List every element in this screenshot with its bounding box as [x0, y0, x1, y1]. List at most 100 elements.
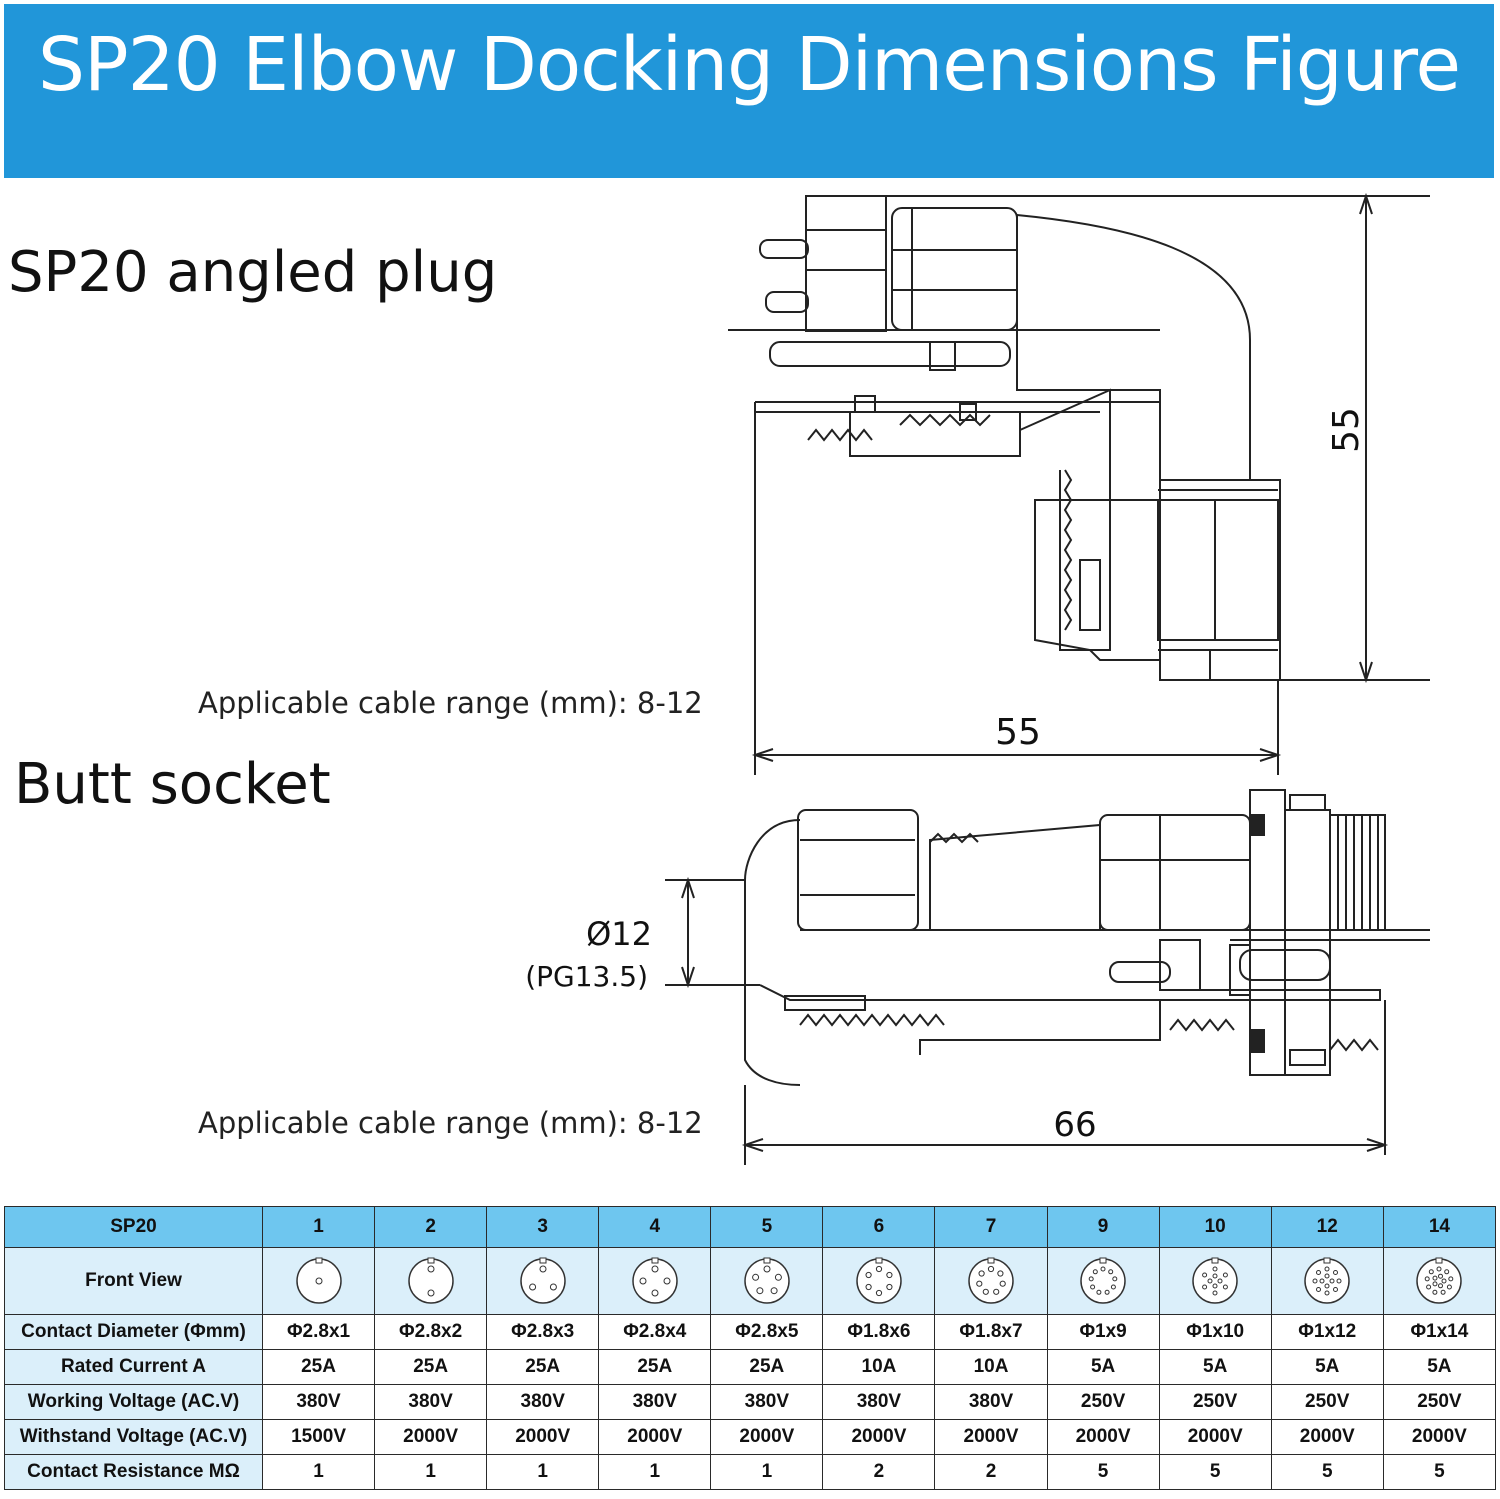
connector-face-icon: [1192, 1257, 1238, 1304]
row-label: Front View: [4, 1247, 263, 1315]
front-view-cell: [374, 1247, 488, 1315]
pin-count-header: 1: [261, 1206, 376, 1248]
table-cell: 2: [934, 1454, 1048, 1490]
front-view-cell: [261, 1247, 376, 1315]
table-cell: Φ2.8x5: [710, 1314, 824, 1350]
connector-face-icon: [295, 1257, 342, 1304]
table-cell: 250V: [1046, 1384, 1160, 1420]
table-cell: 10A: [934, 1349, 1048, 1385]
pin-count-header: 2: [374, 1206, 488, 1248]
butt-socket-cable-note: Applicable cable range (mm): 8-12: [198, 1106, 703, 1140]
front-view-cell: [1270, 1247, 1384, 1315]
connector-face-icon: [1080, 1257, 1126, 1304]
angled-plug-title: SP20 angled plug: [8, 240, 498, 305]
table-cell: 380V: [598, 1384, 712, 1420]
table-cell: 2000V: [822, 1419, 936, 1455]
table-cell: 5A: [1270, 1349, 1384, 1385]
table-cell: 2: [822, 1454, 936, 1490]
table-cell: 1: [261, 1454, 376, 1490]
table-cell: 2000V: [1158, 1419, 1272, 1455]
pin-count-header: 4: [598, 1206, 712, 1248]
table-cell: 250V: [1382, 1384, 1497, 1420]
connector-face-icon: [744, 1257, 790, 1304]
table-cell: Φ1x10: [1158, 1314, 1272, 1350]
table-cell: 250V: [1270, 1384, 1384, 1420]
pin-count-header: 3: [486, 1206, 600, 1248]
front-view-cell: [1158, 1247, 1272, 1315]
butt-socket-thread-dimension: (PG13.5): [525, 960, 648, 993]
connector-face-icon: [968, 1257, 1014, 1304]
front-view-cell: [1382, 1247, 1497, 1315]
butt-socket-title: Butt socket: [14, 752, 331, 817]
table-cell: 1500V: [261, 1419, 376, 1455]
row-label: Working Voltage (AC.V): [4, 1384, 263, 1420]
pin-count-header: 12: [1270, 1206, 1384, 1248]
connector-face-icon: [1304, 1257, 1350, 1304]
table-cell: 2000V: [710, 1419, 824, 1455]
table-cell: 25A: [486, 1349, 600, 1385]
angled-plug-height-dimension: 55: [1326, 407, 1367, 453]
front-view-cell: [486, 1247, 600, 1315]
butt-socket-drawing: [665, 789, 1430, 1165]
table-cell: 2000V: [1382, 1419, 1497, 1455]
title-banner: SP20 Elbow Docking Dimensions Figure: [4, 4, 1494, 178]
table-cell: 1: [710, 1454, 824, 1490]
angled-plug-cable-note: Applicable cable range (mm): 8-12: [198, 686, 703, 720]
front-view-cell: [822, 1247, 936, 1315]
front-view-row: Front View: [4, 1247, 1497, 1315]
table-cell: Φ1.8x7: [934, 1314, 1048, 1350]
pin-count-header: 14: [1382, 1206, 1497, 1248]
table-cell: 1: [598, 1454, 712, 1490]
table-cell: 25A: [261, 1349, 376, 1385]
table-cell: 1: [486, 1454, 600, 1490]
table-cell: 5: [1270, 1454, 1384, 1490]
table-cell: Φ2.8x2: [374, 1314, 488, 1350]
front-view-cell: [934, 1247, 1048, 1315]
front-view-cell: [1046, 1247, 1160, 1315]
page-title: SP20 Elbow Docking Dimensions Figure: [38, 22, 1461, 108]
butt-socket-diameter-dimension: Ø12: [586, 915, 652, 953]
table-cell: 5A: [1046, 1349, 1160, 1385]
table-cell: Φ1x14: [1382, 1314, 1497, 1350]
row-label: Contact Diameter (Φmm): [4, 1314, 263, 1350]
table-cell: 380V: [261, 1384, 376, 1420]
table-cell: 5A: [1158, 1349, 1272, 1385]
table-cell: 2000V: [598, 1419, 712, 1455]
pin-count-header: 10: [1158, 1206, 1272, 1248]
row-label: Rated Current A: [4, 1349, 263, 1385]
butt-socket-length-dimension: 66: [1053, 1105, 1096, 1145]
table-cell: Φ2.8x3: [486, 1314, 600, 1350]
front-view-cell: [598, 1247, 712, 1315]
table-cell: Φ2.8x1: [261, 1314, 376, 1350]
table-cell: Φ1.8x6: [822, 1314, 936, 1350]
table-cell: 25A: [598, 1349, 712, 1385]
table-cell: 5A: [1382, 1349, 1497, 1385]
table-cell: 5: [1046, 1454, 1160, 1490]
table-cell: 1: [374, 1454, 488, 1490]
table-cell: 2000V: [1270, 1419, 1384, 1455]
table-cell: 5: [1158, 1454, 1272, 1490]
table-header-label: SP20: [4, 1206, 263, 1248]
connector-face-icon: [407, 1257, 454, 1304]
table-cell: 380V: [822, 1384, 936, 1420]
front-view-cell: [710, 1247, 824, 1315]
table-cell: 25A: [710, 1349, 824, 1385]
dimension-drawing: 55 55: [525, 192, 1430, 1165]
connector-face-icon: [519, 1257, 566, 1304]
table-cell: 2000V: [486, 1419, 600, 1455]
connector-face-icon: [1416, 1257, 1463, 1304]
table-cell: 380V: [374, 1384, 488, 1420]
table-cell: 2000V: [1046, 1419, 1160, 1455]
row-label: Contact Resistance MΩ: [4, 1454, 263, 1490]
pin-count-header: 9: [1046, 1206, 1160, 1248]
pin-count-header: 7: [934, 1206, 1048, 1248]
table-cell: 2000V: [374, 1419, 488, 1455]
pin-count-header: 5: [710, 1206, 824, 1248]
